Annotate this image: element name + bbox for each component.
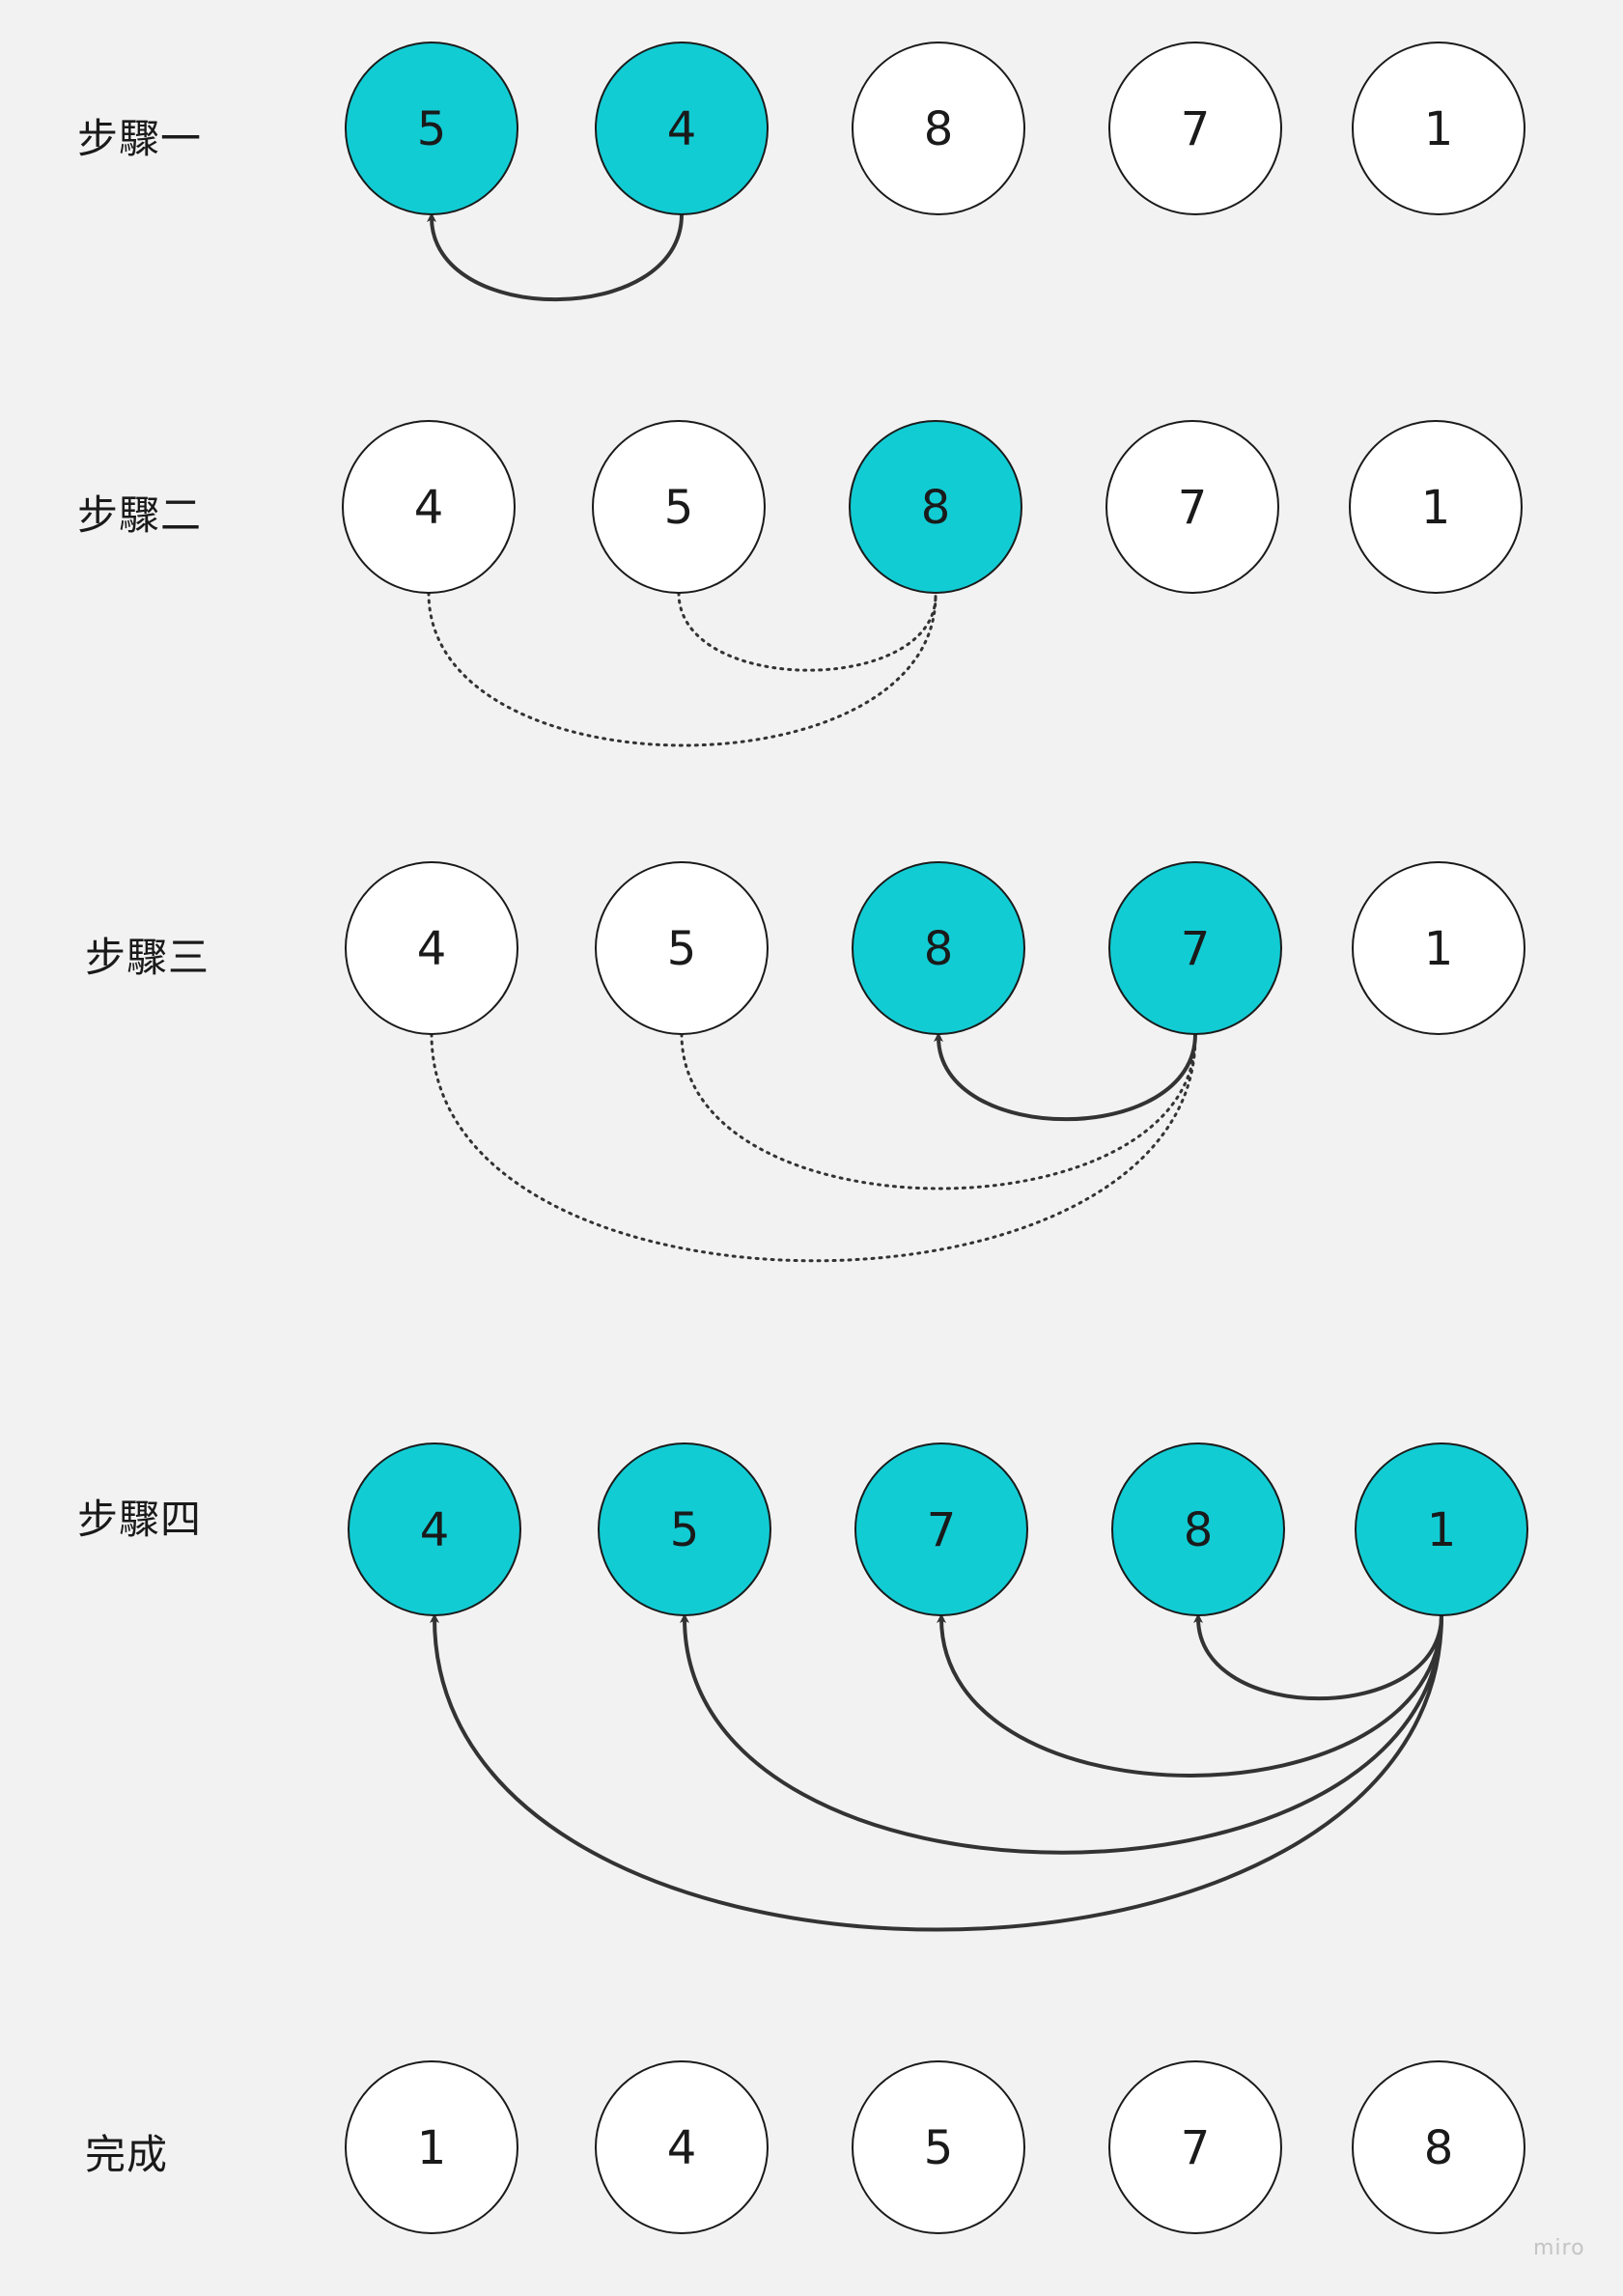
node-value: 5: [670, 1503, 700, 1557]
step-4-node-3: 7: [854, 1442, 1028, 1616]
node-value: 1: [417, 2121, 447, 2175]
node-value: 5: [667, 922, 697, 976]
node-circle: [1349, 420, 1523, 594]
node-value: 1: [1427, 1503, 1457, 1557]
node-value: 7: [1181, 2121, 1211, 2175]
step-1-node-5: 1: [1352, 42, 1525, 215]
miro-watermark: miro: [1533, 2236, 1585, 2260]
node-circle: [1352, 42, 1525, 215]
node-value: 4: [420, 1503, 450, 1557]
node-value: 5: [924, 2121, 954, 2175]
node-value: 5: [417, 102, 447, 156]
step-label-done: 完成: [85, 2131, 169, 2178]
step-2-node-2: 5: [592, 420, 766, 594]
node-value: 8: [1184, 1503, 1214, 1557]
step-label-4: 步驟四: [77, 1496, 203, 1543]
node-value: 4: [414, 481, 444, 535]
node-value: 7: [927, 1503, 957, 1557]
node-circle: [1108, 861, 1282, 1035]
arrow-link-7: [1193, 1613, 1443, 1701]
step-1-node-3: 8: [852, 42, 1025, 215]
step-5-node-5: 8: [1352, 2060, 1525, 2234]
node-circle: [592, 420, 766, 594]
node-circle: [1352, 2060, 1525, 2234]
node-circle: [345, 2060, 518, 2234]
node-circle: [852, 42, 1025, 215]
node-circle: [345, 42, 518, 215]
node-value: 7: [1178, 481, 1208, 535]
node-value: 4: [417, 922, 447, 976]
arrow-link-8: [937, 1613, 1443, 1778]
step-2-node-1: 4: [342, 420, 516, 594]
step-5-node-4: 7: [1108, 2060, 1282, 2234]
node-circle: [595, 861, 769, 1035]
node-value: 5: [664, 481, 694, 535]
node-value: 8: [924, 102, 954, 156]
node-circle: [852, 861, 1025, 1035]
node-value: 8: [921, 481, 951, 535]
step-3-node-4: 7: [1108, 861, 1282, 1035]
step-1-node-2: 4: [595, 42, 769, 215]
node-value: 1: [1424, 922, 1454, 976]
arrow-link-1: [427, 212, 684, 302]
arrow-link-9: [680, 1613, 1443, 1855]
node-circle: [1352, 861, 1525, 1035]
node-circle: [345, 861, 518, 1035]
node-circle: [854, 1442, 1028, 1616]
node-circle: [598, 1442, 771, 1616]
node-circle: [1355, 1442, 1528, 1616]
step-4-node-4: 8: [1111, 1442, 1285, 1616]
node-circle: [348, 1442, 521, 1616]
node-circle: [595, 2060, 769, 2234]
node-circle: [852, 2060, 1025, 2234]
node-value: 7: [1181, 922, 1211, 976]
node-circle: [1108, 42, 1282, 215]
node-circle: [1108, 2060, 1282, 2234]
nodes-layer: 5 4 8 7 1 4 5 8 7 1 4 5 8 7 1 4 5 7 8 1 1 4 5 7 8: [342, 42, 1528, 2234]
node-value: 1: [1424, 102, 1454, 156]
step-5-node-1: 1: [345, 2060, 518, 2234]
step-3-node-1: 4: [345, 861, 518, 1035]
node-circle: [1111, 1442, 1285, 1616]
step-2-node-5: 1: [1349, 420, 1523, 594]
step-2-node-3: 8: [849, 420, 1022, 594]
step-2-node-4: 7: [1105, 420, 1279, 594]
step-3-node-2: 5: [595, 861, 769, 1035]
node-value: 4: [667, 102, 697, 156]
node-value: 8: [924, 922, 954, 976]
node-value: 1: [1421, 481, 1451, 535]
step-label-2: 步驟二: [77, 491, 203, 539]
node-circle: [595, 42, 769, 215]
arrow-link-10: [430, 1613, 1443, 1932]
step-label-3: 步驟三: [85, 934, 210, 981]
step-4-node-5: 1: [1355, 1442, 1528, 1616]
step-4-node-1: 4: [348, 1442, 521, 1616]
dotted-link-6: [680, 1032, 1197, 1190]
node-value: 4: [667, 2121, 697, 2175]
step-1-node-1: 5: [345, 42, 518, 215]
node-value: 8: [1424, 2121, 1454, 2175]
node-circle: [342, 420, 516, 594]
dotted-link-3: [677, 591, 937, 672]
step-5-node-3: 5: [852, 2060, 1025, 2234]
node-circle: [849, 420, 1022, 594]
step-4-node-2: 5: [598, 1442, 771, 1616]
step-5-node-2: 4: [595, 2060, 769, 2234]
dotted-link-2: [427, 591, 937, 747]
node-circle: [1105, 420, 1279, 594]
step-3-node-5: 1: [1352, 861, 1525, 1035]
step-label-1: 步驟一: [77, 115, 203, 162]
node-value: 7: [1181, 102, 1211, 156]
dotted-link-5: [430, 1032, 1197, 1263]
step-3-node-3: 8: [852, 861, 1025, 1035]
step-1-node-4: 7: [1108, 42, 1282, 215]
connections-layer: [427, 212, 1443, 1932]
arrow-link-4: [934, 1032, 1197, 1122]
